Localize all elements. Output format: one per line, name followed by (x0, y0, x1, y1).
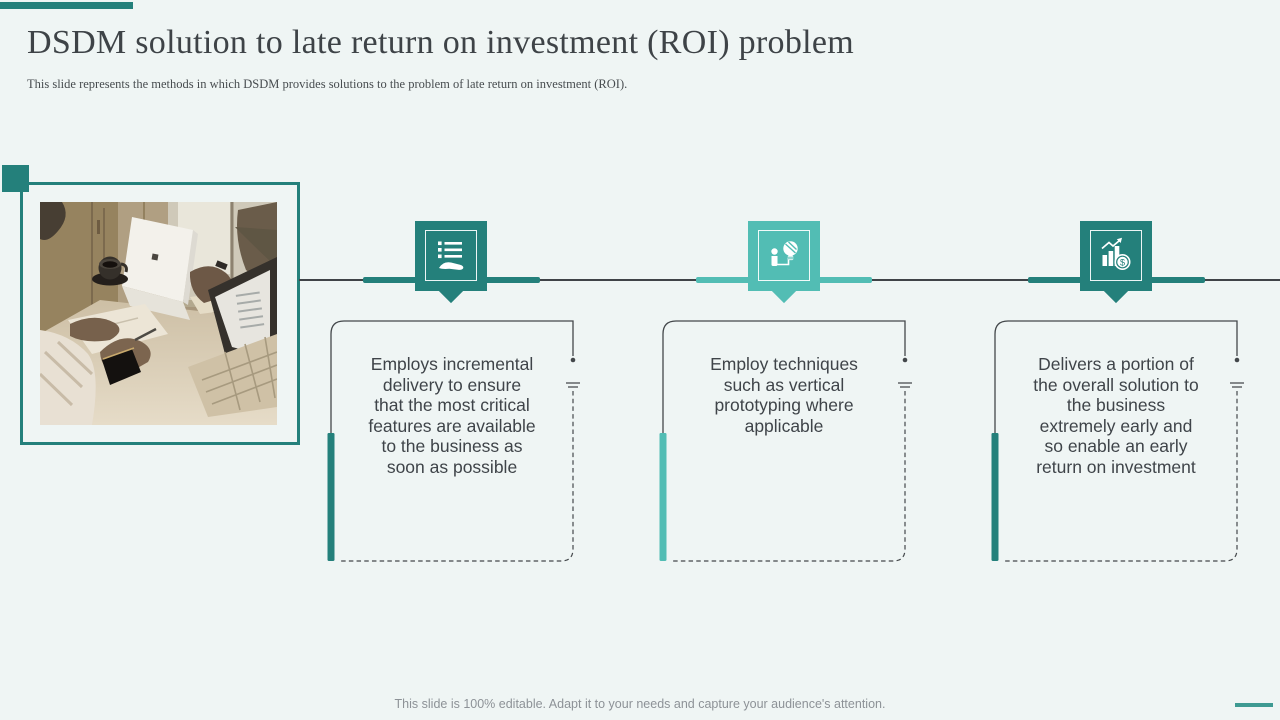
person-idea-icon (771, 241, 798, 266)
milestone-badge-2 (748, 221, 820, 304)
hand-checklist-icon (438, 241, 464, 270)
card-accent-bar (659, 433, 667, 561)
card-border (659, 320, 912, 562)
badge-frame (425, 230, 477, 281)
svg-text:$: $ (1120, 257, 1125, 267)
solution-card-3: Delivers a portion of the overall soluti… (991, 320, 1244, 563)
top-accent-bar (0, 2, 133, 9)
card-text: Employs incremental delivery to ensure t… (368, 354, 536, 477)
photo-frame (20, 182, 300, 445)
team-working-photo (40, 202, 277, 425)
milestone-badge-3: $ (1080, 221, 1152, 304)
bottom-accent-dash (1235, 703, 1273, 707)
card-border (327, 320, 580, 562)
card-accent-bar (327, 433, 335, 561)
card-text: Delivers a portion of the overall soluti… (1033, 354, 1199, 477)
photo-accent-square (2, 165, 29, 192)
solution-card-1: Employs incremental delivery to ensure t… (327, 320, 580, 563)
milestone-badge-1 (415, 221, 487, 304)
card-border (991, 320, 1244, 562)
growth-chart-coin-icon: $ (1101, 237, 1131, 270)
footer-note: This slide is 100% editable. Adapt it to… (394, 697, 886, 711)
badge-frame (758, 230, 810, 281)
solution-card-2: Employ techniques such as vertical proto… (659, 320, 912, 563)
page-title: DSDM solution to late return on investme… (27, 24, 855, 61)
card-accent-bar (991, 433, 999, 561)
card-text: Employ techniques such as vertical proto… (710, 354, 858, 436)
page-subtitle: This slide represents the methods in whi… (27, 77, 628, 91)
badge-frame (1090, 230, 1142, 281)
